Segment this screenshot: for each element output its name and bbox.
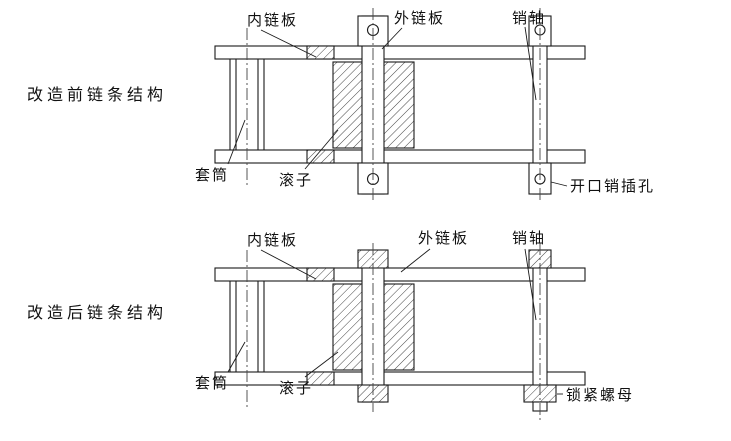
link-plate-bottom xyxy=(214,149,586,164)
label-structure-after: 改造后链条结构 xyxy=(27,303,168,322)
label-pin-before: 销轴 xyxy=(512,9,547,27)
inner-plate-section-bottom xyxy=(306,371,335,386)
leader-roller xyxy=(304,129,339,170)
leader-bushing xyxy=(227,119,246,165)
label-lock-nut-after: 锁紧螺母 xyxy=(566,386,635,404)
inner-plate-section-top xyxy=(306,267,335,282)
leader-pin xyxy=(524,26,537,101)
leader-bushing xyxy=(227,341,246,373)
inner-plate-section-top xyxy=(306,45,335,60)
leader-pin xyxy=(524,248,537,321)
inner-plate-section-bottom xyxy=(306,149,335,164)
label-roller-after: 滚子 xyxy=(279,379,314,397)
leader-outer-plate xyxy=(400,248,431,273)
leader-outer-plate xyxy=(381,27,403,50)
label-inner-plate-after: 内链板 xyxy=(247,231,299,249)
label-bushing-before: 套筒 xyxy=(195,166,230,184)
before-diagram xyxy=(214,8,586,203)
label-bushing-after: 套筒 xyxy=(195,374,230,392)
leader-pin-hole xyxy=(550,181,568,187)
leader-roller xyxy=(304,351,339,378)
label-inner-plate-before: 内链板 xyxy=(247,11,299,29)
leader-inner-plate xyxy=(260,29,317,58)
after-diagram xyxy=(214,243,586,420)
label-pin-hole-before: 开口销插孔 xyxy=(570,177,656,195)
label-roller-before: 滚子 xyxy=(279,171,314,189)
label-pin-after: 销轴 xyxy=(512,229,547,247)
leader-inner-plate xyxy=(260,249,317,280)
label-outer-plate-before: 外链板 xyxy=(394,9,446,27)
label-outer-plate-after: 外链板 xyxy=(418,229,470,247)
label-structure-before: 改造前链条结构 xyxy=(27,85,168,104)
link-plate-bottom xyxy=(214,371,586,386)
